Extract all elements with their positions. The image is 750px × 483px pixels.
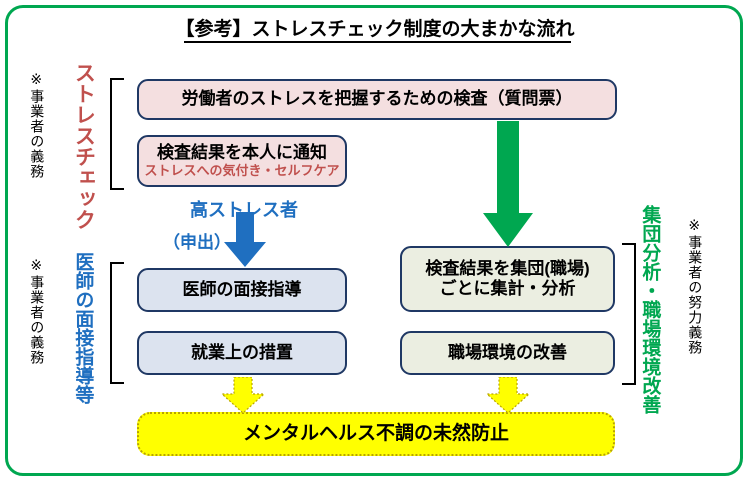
title-underline [184, 41, 571, 43]
box-workplace-improve[interactable]: 職場環境の改善 [400, 331, 615, 375]
bracket-group-analysis [622, 243, 636, 385]
green-down-arrow [483, 121, 533, 247]
box-outcome[interactable]: メンタルヘルス不調の未然防止 [137, 412, 615, 456]
section-label-group-analysis: 集団分析・職場環境改善 [639, 205, 661, 414]
note-effort-duty: ※事業者の努力義務 [687, 218, 704, 355]
note-stress-check-duty: ※事業者の義務 [29, 72, 46, 179]
box-group-aggregate[interactable]: 検査結果を集団(職場) ごとに集計・分析 [400, 246, 615, 312]
box-outcome-label: メンタルヘルス不調の未然防止 [242, 422, 509, 444]
box-work-measures-label: 就業上の措置 [191, 342, 293, 362]
box-group-aggregate-line1: 検査結果を集団(職場) [425, 258, 590, 278]
label-high-stress: 高ストレス者 [190, 200, 298, 220]
blue-down-arrow [224, 212, 266, 267]
note-interview-duty: ※事業者の義務 [29, 258, 46, 365]
label-application: （申出） [163, 233, 231, 252]
box-doctor-interview-label: 医師の面接指導 [182, 279, 302, 299]
bracket-doctor-interview [110, 262, 124, 384]
box-notify-sublabel: ストレスへの気付き・セルフケア [144, 163, 340, 179]
yellow-down-arrow-right [487, 377, 529, 413]
diagram-frame [5, 5, 743, 476]
page-title: 【参考】ストレスチェック制度の大まかな流れ [175, 19, 575, 40]
section-label-stress-check: ストレスチェック [72, 62, 96, 230]
box-survey-label: 労働者のストレスを把握するための検査（質問票） [181, 89, 573, 109]
box-work-measures[interactable]: 就業上の措置 [137, 331, 347, 375]
section-label-doctor-interview: 医師の面接指導等 [72, 252, 94, 404]
box-notify-label: 検査結果を本人に通知 [157, 143, 327, 163]
box-workplace-improve-label: 職場環境の改善 [448, 342, 567, 362]
box-notify[interactable]: 検査結果を本人に通知 ストレスへの気付き・セルフケア [137, 135, 347, 187]
box-doctor-interview[interactable]: 医師の面接指導 [137, 268, 347, 312]
bracket-stress-check [110, 78, 124, 190]
box-survey[interactable]: 労働者のストレスを把握するための検査（質問票） [137, 79, 617, 120]
yellow-down-arrow-left [222, 377, 264, 413]
box-group-aggregate-line2: ごとに集計・分析 [439, 279, 576, 298]
